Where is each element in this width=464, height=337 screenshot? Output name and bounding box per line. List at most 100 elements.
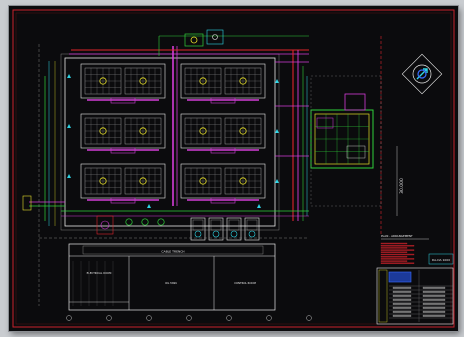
top-equipment-box (206, 29, 224, 45)
north-arrow-ring (412, 64, 432, 84)
level-marker (275, 79, 279, 83)
title-text-line (422, 286, 446, 289)
level-marker (275, 129, 279, 133)
note-line (380, 262, 415, 264)
title-block-strip (378, 269, 388, 323)
title-text-line (422, 294, 446, 297)
bushing-symbol (139, 127, 147, 135)
dimension-label: 30.000 (399, 178, 405, 194)
bushing-symbol (239, 77, 247, 85)
transformer-block (180, 63, 266, 104)
transformer-block (180, 113, 266, 154)
room-label: OIL TANK (165, 281, 177, 285)
valve-symbol (141, 218, 149, 226)
note-line (380, 249, 415, 251)
note-line (380, 242, 408, 245)
bushing-symbol (139, 77, 147, 85)
bus-box (210, 147, 236, 154)
grid-bubble (266, 315, 272, 321)
transformer-block (80, 63, 166, 104)
note-line (380, 258, 415, 260)
title-text-line (392, 314, 412, 317)
hydrant-box (96, 215, 114, 235)
title-text-line (422, 290, 446, 293)
level-marker (147, 204, 151, 208)
hydrant-symbol (100, 220, 110, 230)
title-text-line (392, 310, 412, 313)
bushing-symbol (99, 127, 107, 135)
bushing-symbol (99, 177, 107, 185)
title-text-line (422, 310, 446, 313)
valve-symbol (125, 218, 133, 226)
note-line (380, 260, 408, 262)
pump-motor (228, 219, 240, 231)
building-outline (64, 57, 276, 227)
title-text-line (422, 298, 446, 301)
grid-bubble (186, 315, 192, 321)
level-marker (67, 74, 71, 78)
title-text-line (422, 306, 446, 309)
left-feeder-terminal (22, 195, 32, 211)
title-text-line (392, 290, 412, 293)
pump-symbol (230, 230, 238, 238)
top-equipment-symbol (190, 36, 198, 44)
transformer-block (80, 113, 166, 154)
level-marker (257, 204, 261, 208)
north-arrow-core (417, 69, 427, 79)
title-block (376, 267, 454, 325)
grid-bubble (66, 315, 72, 321)
north-arrow-diamond (401, 53, 443, 95)
title-logo (388, 271, 412, 283)
north-arrow-icon (401, 53, 443, 95)
bushing-symbol (139, 177, 147, 185)
grid-bubble (146, 315, 152, 321)
pump-motor (210, 219, 222, 231)
title-ref-box (428, 253, 454, 265)
level-marker (275, 179, 279, 183)
pump-motor (246, 219, 258, 231)
bus-box (110, 147, 136, 154)
title-ref: DA-DA 1000 (432, 258, 450, 262)
switchgear-entry (344, 93, 366, 111)
pump-symbol (212, 230, 220, 238)
title-text-line (392, 286, 412, 289)
note-line (380, 251, 408, 253)
valve-symbol (157, 218, 165, 226)
pump-motor (192, 219, 204, 231)
title-text-line (392, 302, 412, 305)
title-text-line (392, 298, 412, 301)
note-line (380, 253, 415, 256)
pump-unit (190, 217, 206, 241)
switchgear-cell (316, 117, 334, 129)
drawing-inner-frame (15, 12, 452, 325)
bus-box (110, 197, 136, 204)
pump-unit (244, 217, 260, 241)
top-equipment-symbol (212, 34, 218, 40)
bushing-symbol (239, 127, 247, 135)
bus-box (210, 197, 236, 204)
bus-box (110, 97, 136, 104)
grid-bubble (306, 315, 312, 321)
pump-symbol (194, 230, 202, 238)
grid-bubble (106, 315, 112, 321)
section-title: PLAN - ARRANGEMENT (381, 234, 413, 238)
drawing-frame (12, 9, 455, 328)
grid-bubble (226, 315, 232, 321)
bushing-symbol (199, 77, 207, 85)
title-text-line (422, 302, 446, 305)
bus-box (210, 97, 236, 104)
lower-building (68, 243, 276, 311)
bushing-symbol (239, 177, 247, 185)
bushing-symbol (199, 127, 207, 135)
north-arrow-pointer (416, 68, 428, 80)
cable-trench (82, 245, 264, 255)
switchgear-cell (346, 145, 366, 159)
pump-unit (208, 217, 224, 241)
transformer-block (180, 163, 266, 204)
cable-trench-label: CABLE TRENCH (161, 250, 184, 254)
yard-outline (310, 75, 382, 207)
bushing-symbol (99, 77, 107, 85)
room-label: ELECTRICAL ROOM (87, 271, 112, 275)
